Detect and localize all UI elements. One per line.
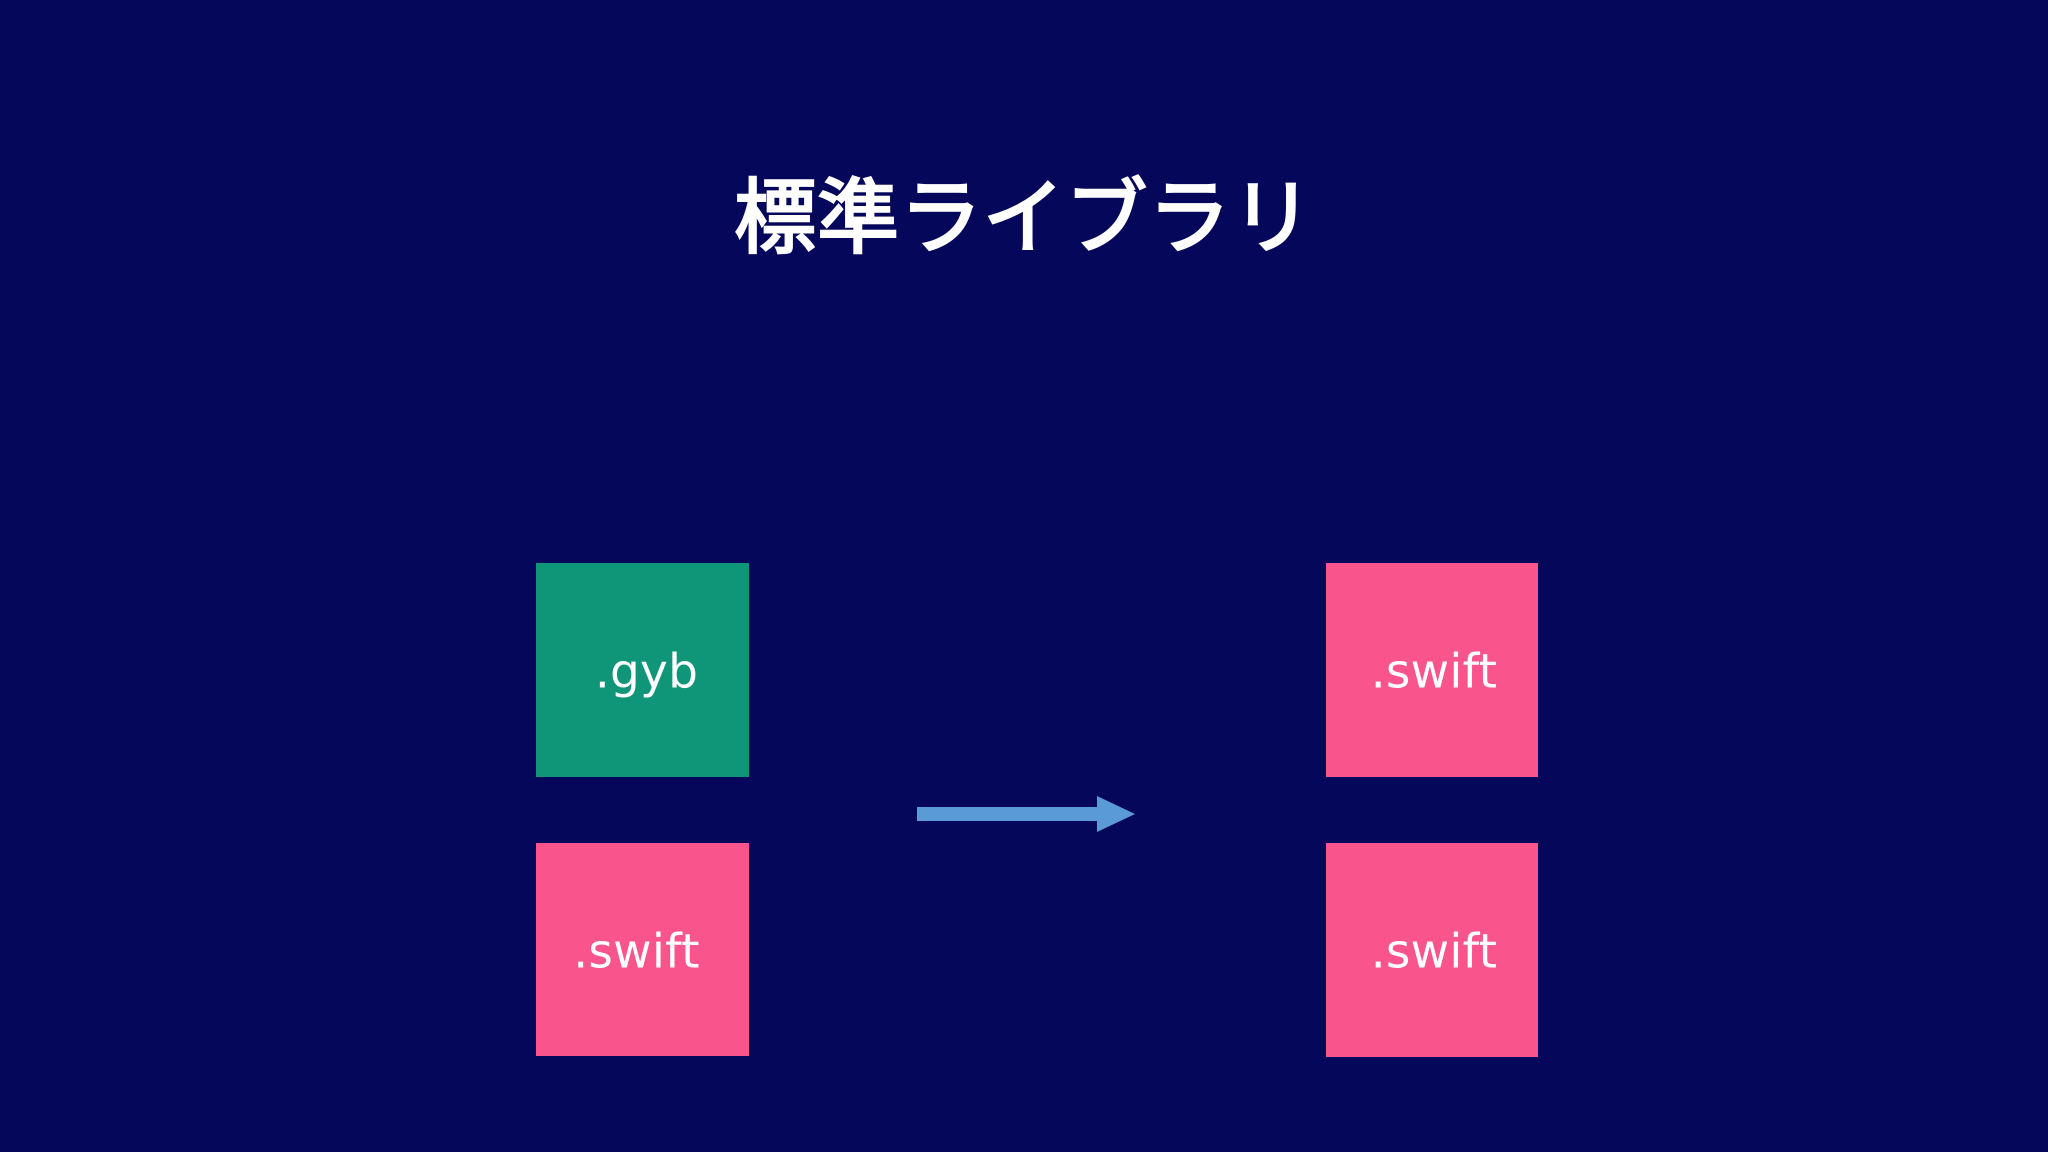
- output-file-label-swift-1: .swift: [1370, 644, 1498, 700]
- source-file-box-gyb[interactable]: .gyb: [536, 563, 749, 777]
- output-file-box-swift-1[interactable]: .swift: [1326, 563, 1538, 777]
- source-file-label-gyb: .gyb: [594, 644, 699, 700]
- arrow-right-shape: [917, 796, 1135, 832]
- source-file-box-swift[interactable]: .swift: [536, 843, 749, 1056]
- arrow-right-icon: [917, 796, 1135, 832]
- page-title: 標準ライブラリ: [734, 171, 1314, 266]
- output-file-box-swift-2[interactable]: .swift: [1326, 843, 1538, 1057]
- source-file-label-swift: .swift: [573, 923, 700, 979]
- output-file-label-swift-2: .swift: [1370, 924, 1498, 980]
